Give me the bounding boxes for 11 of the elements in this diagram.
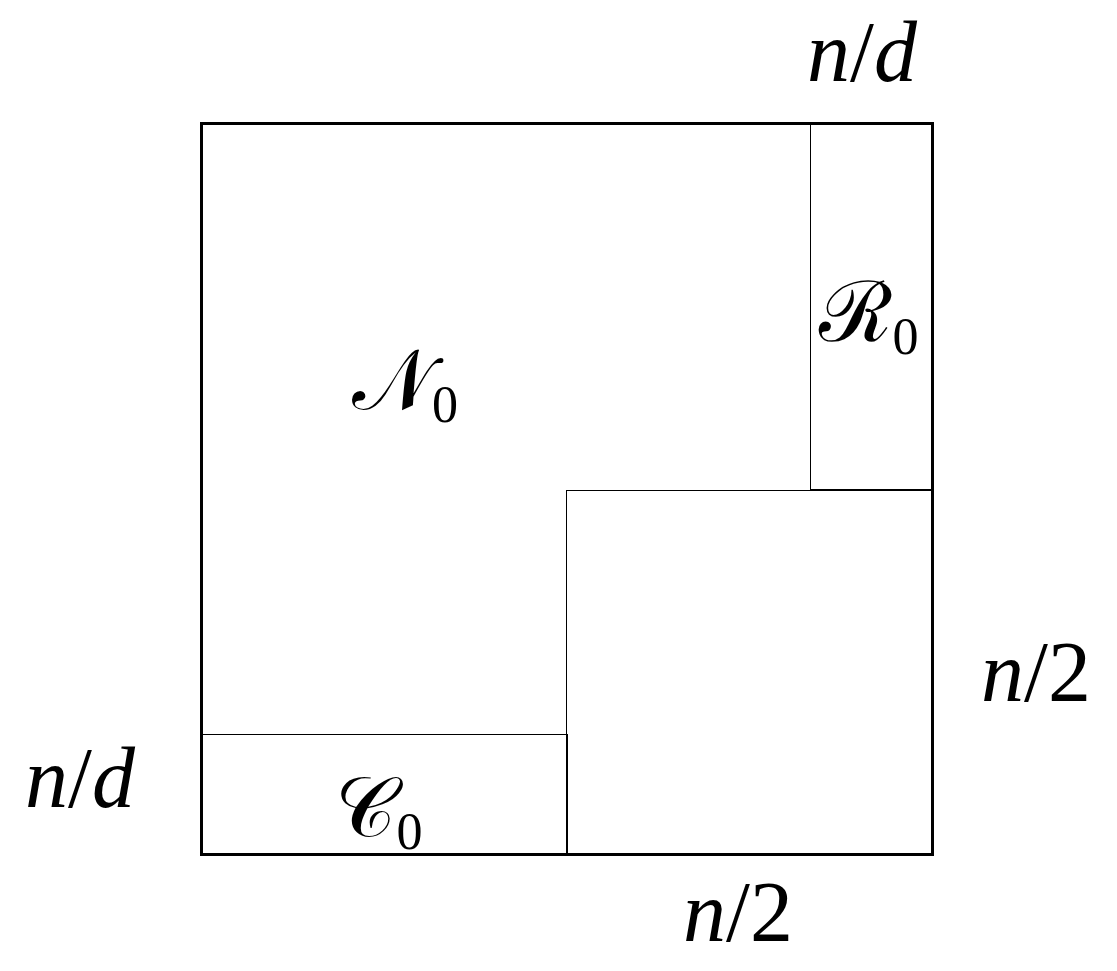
dimension-label: n/2: [683, 869, 793, 955]
region-box: [810, 122, 934, 490]
region-box: [200, 734, 568, 856]
dimension-label: n/d: [807, 9, 917, 95]
dimension-label: n/d: [25, 735, 135, 821]
empty-square: [566, 490, 934, 856]
square-region: [200, 122, 934, 856]
math-label: 𝒩$_{0}$: [352, 338, 458, 422]
math-label: 𝒞$_{0}$: [335, 765, 423, 849]
dimension-label: n/2: [981, 629, 1091, 715]
math-label: ℛ$_{0}$: [819, 270, 919, 354]
